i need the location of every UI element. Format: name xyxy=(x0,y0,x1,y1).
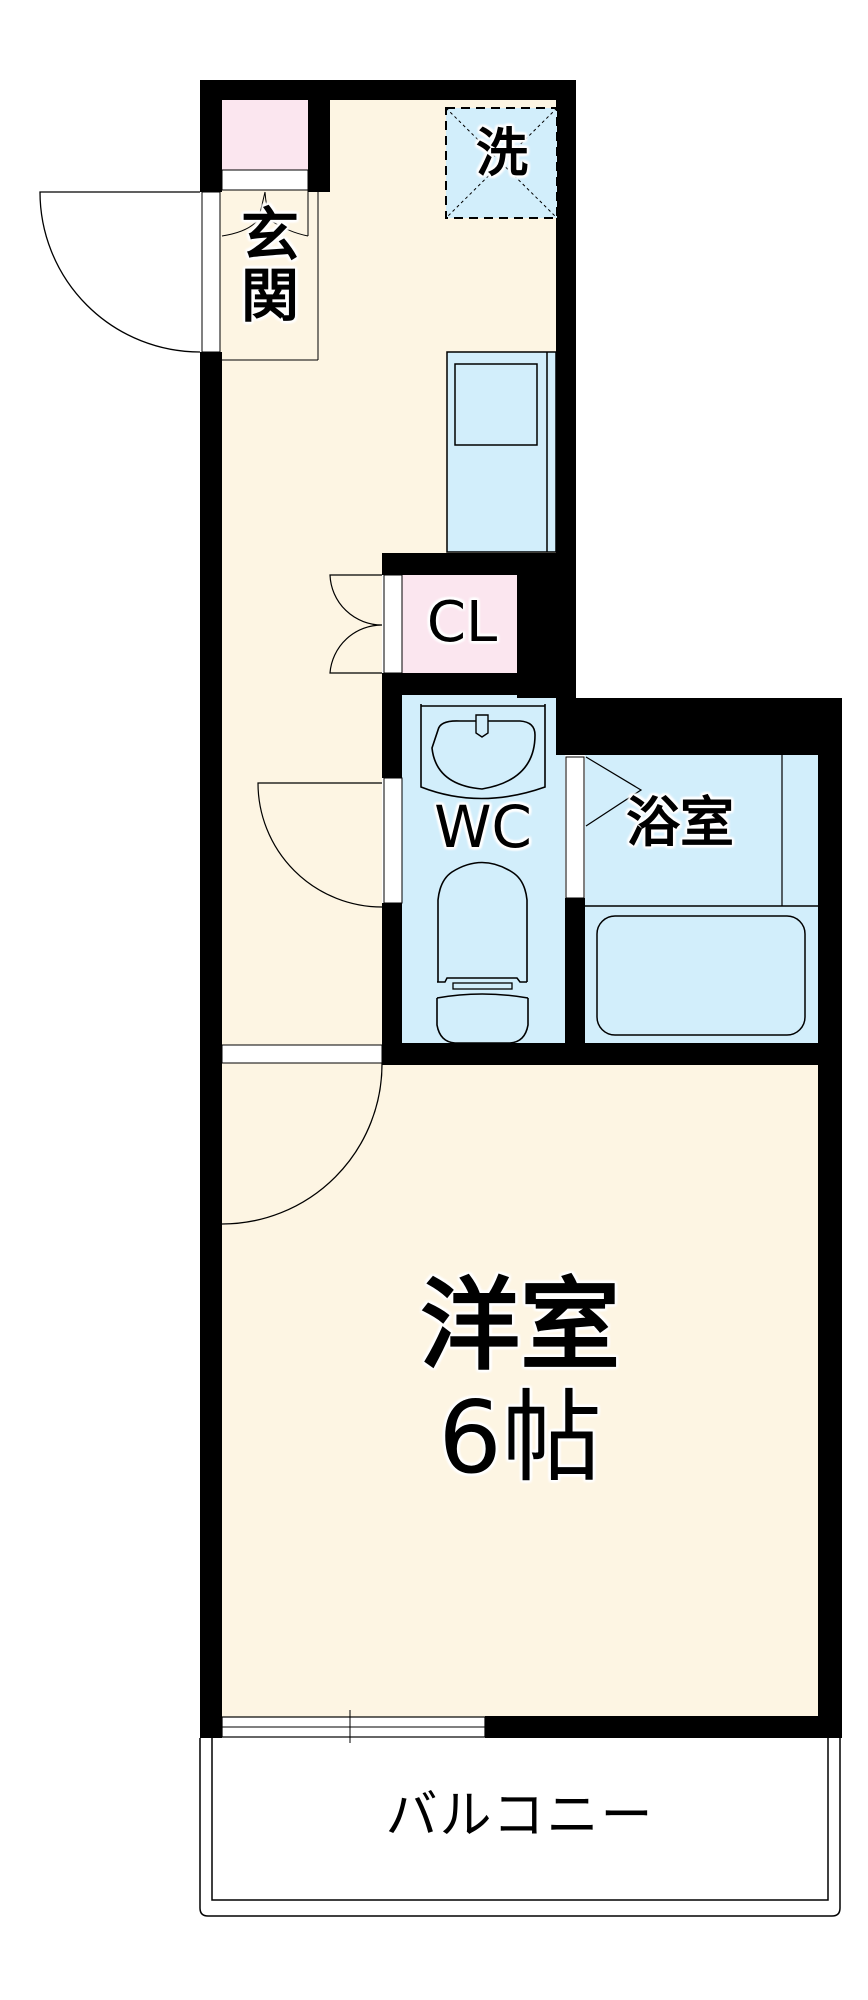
closet-label: CL xyxy=(426,590,498,655)
wall xyxy=(382,903,402,1065)
wall xyxy=(382,1043,842,1065)
wall xyxy=(565,898,585,1065)
corridor-lower-floor xyxy=(220,553,382,1045)
wc-door-swing xyxy=(257,782,383,908)
wall xyxy=(200,1716,222,1738)
western-room-floor xyxy=(220,1063,818,1717)
room-door-frame xyxy=(221,1044,383,1064)
wall xyxy=(556,698,840,755)
wall xyxy=(382,673,402,778)
wc-label: WC xyxy=(434,793,532,861)
wall xyxy=(200,80,576,100)
kitchen-counter xyxy=(446,351,557,553)
toilet xyxy=(436,861,529,1044)
closet-floor xyxy=(402,575,517,673)
bathroom-floor xyxy=(585,755,818,1045)
bathroom-door-frame xyxy=(565,756,585,899)
entrance-door-swing xyxy=(39,191,201,353)
wall xyxy=(556,80,576,698)
storage-sill xyxy=(221,169,309,191)
entry-label: 玄関 xyxy=(228,205,312,327)
balcony-label: バルコニー xyxy=(385,1786,655,1846)
closet-door-swing xyxy=(329,574,383,674)
wall xyxy=(485,1716,842,1738)
balcony-outline xyxy=(199,1738,841,1917)
bathtub xyxy=(585,755,818,1036)
shoe-storage xyxy=(220,100,308,170)
washer-space xyxy=(445,107,558,219)
entrance-door-frame xyxy=(201,191,221,353)
western-room-size: 6帖 xyxy=(438,1379,602,1496)
wall xyxy=(818,698,842,1738)
wash-basin xyxy=(420,704,546,800)
bathroom-label: 浴室 xyxy=(626,791,734,854)
entry-threshold xyxy=(221,191,309,237)
wall xyxy=(308,100,330,192)
wall xyxy=(200,352,222,1738)
bathroom-door-swing xyxy=(585,756,643,827)
room-door-swing xyxy=(221,1062,383,1225)
entry-label-text: 玄関 xyxy=(241,201,300,330)
wall xyxy=(382,553,402,575)
wc-floor xyxy=(402,693,565,1045)
western-room-name: 洋室 xyxy=(420,1267,620,1384)
wall xyxy=(565,698,585,755)
balcony-window xyxy=(221,1710,486,1743)
closet-door-frame xyxy=(383,574,403,674)
wall xyxy=(382,673,576,695)
wall xyxy=(200,80,222,192)
western-room-label: 洋室 6帖 xyxy=(360,1270,680,1494)
wc-door-frame xyxy=(383,777,403,904)
washer-label: 洗 xyxy=(475,124,528,184)
